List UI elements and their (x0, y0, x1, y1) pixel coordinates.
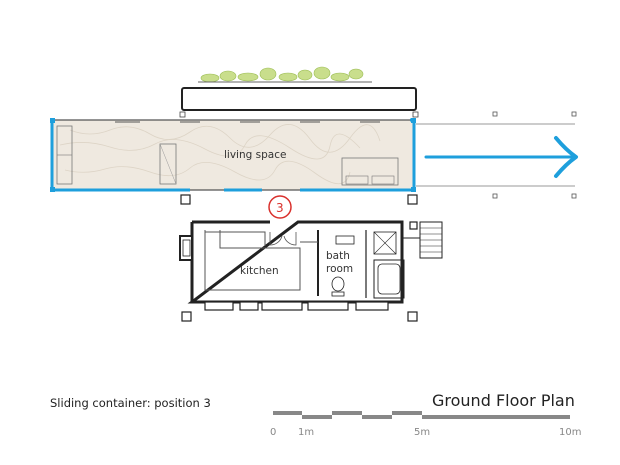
fixed-module (179, 220, 443, 322)
roof-greenery (198, 66, 372, 83)
living-space-label: living space (224, 149, 286, 161)
container-posts (180, 194, 418, 205)
scale-tick-10m: 10m (559, 427, 582, 438)
slide-direction-arrow (424, 136, 578, 178)
slide-rails (416, 111, 577, 199)
kitchen-label: kitchen (240, 265, 279, 277)
sliding-container: living space (50, 118, 416, 192)
svg-text:3: 3 (276, 201, 284, 215)
bathroom-label-line1: bath (326, 250, 350, 262)
position-marker: 3 (268, 195, 292, 219)
plan-caption: Sliding container: position 3 (50, 396, 211, 410)
plan-title: Ground Floor Plan (432, 391, 575, 410)
scale-tick-1m: 1m (298, 427, 315, 438)
scale-tick-0: 0 (270, 427, 277, 438)
scale-tick-5m: 5m (414, 427, 431, 438)
roof-plank (181, 87, 417, 111)
scale-bar (273, 411, 570, 419)
bathroom-label-line2: room (326, 263, 353, 275)
